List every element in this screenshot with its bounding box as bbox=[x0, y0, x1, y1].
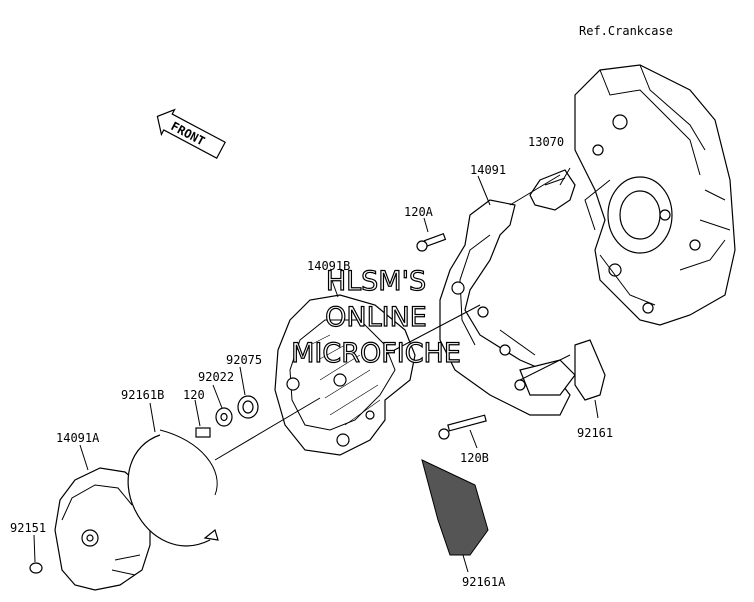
front-arrow: FRONT bbox=[156, 108, 226, 159]
label-120B: 120B bbox=[460, 451, 489, 465]
gasket-92161B-drawing bbox=[127, 429, 219, 547]
label-14091B: 14091B bbox=[307, 259, 350, 273]
cover-14091-drawing bbox=[439, 199, 576, 416]
watermark-line-1: HLSM'S bbox=[326, 266, 426, 297]
part-labels: Ref.Crankcase 13070 14091 120A 14091B 92… bbox=[10, 24, 673, 589]
watermark-line-3: MICROFICHE bbox=[291, 338, 461, 369]
label-120A: 120A bbox=[404, 205, 434, 219]
label-92022: 92022 bbox=[198, 370, 234, 384]
label-92161: 92161 bbox=[577, 426, 613, 440]
label-92161B: 92161B bbox=[121, 388, 164, 402]
label-92151: 92151 bbox=[10, 521, 46, 535]
label-14091A: 14091A bbox=[56, 431, 100, 445]
watermark-line-2: ONLINE bbox=[325, 302, 427, 333]
label-14091: 14091 bbox=[470, 163, 506, 177]
watermark: HLSM'S ONLINE MICROFICHE bbox=[290, 265, 461, 369]
leader-lines bbox=[33, 167, 599, 573]
cover-14091B-drawing bbox=[274, 294, 416, 456]
crankcase-drawing bbox=[574, 64, 736, 326]
bracket-13070-drawing bbox=[529, 169, 576, 211]
label-13070: 13070 bbox=[528, 135, 564, 149]
cover-14091A-drawing bbox=[54, 467, 151, 591]
label-120: 120 bbox=[183, 388, 205, 402]
ref-crankcase-label: Ref.Crankcase bbox=[579, 24, 673, 38]
front-arrow-icon bbox=[156, 108, 226, 159]
small-parts-drawing bbox=[29, 232, 606, 574]
label-92161A: 92161A bbox=[462, 575, 506, 589]
label-92075: 92075 bbox=[226, 353, 262, 367]
